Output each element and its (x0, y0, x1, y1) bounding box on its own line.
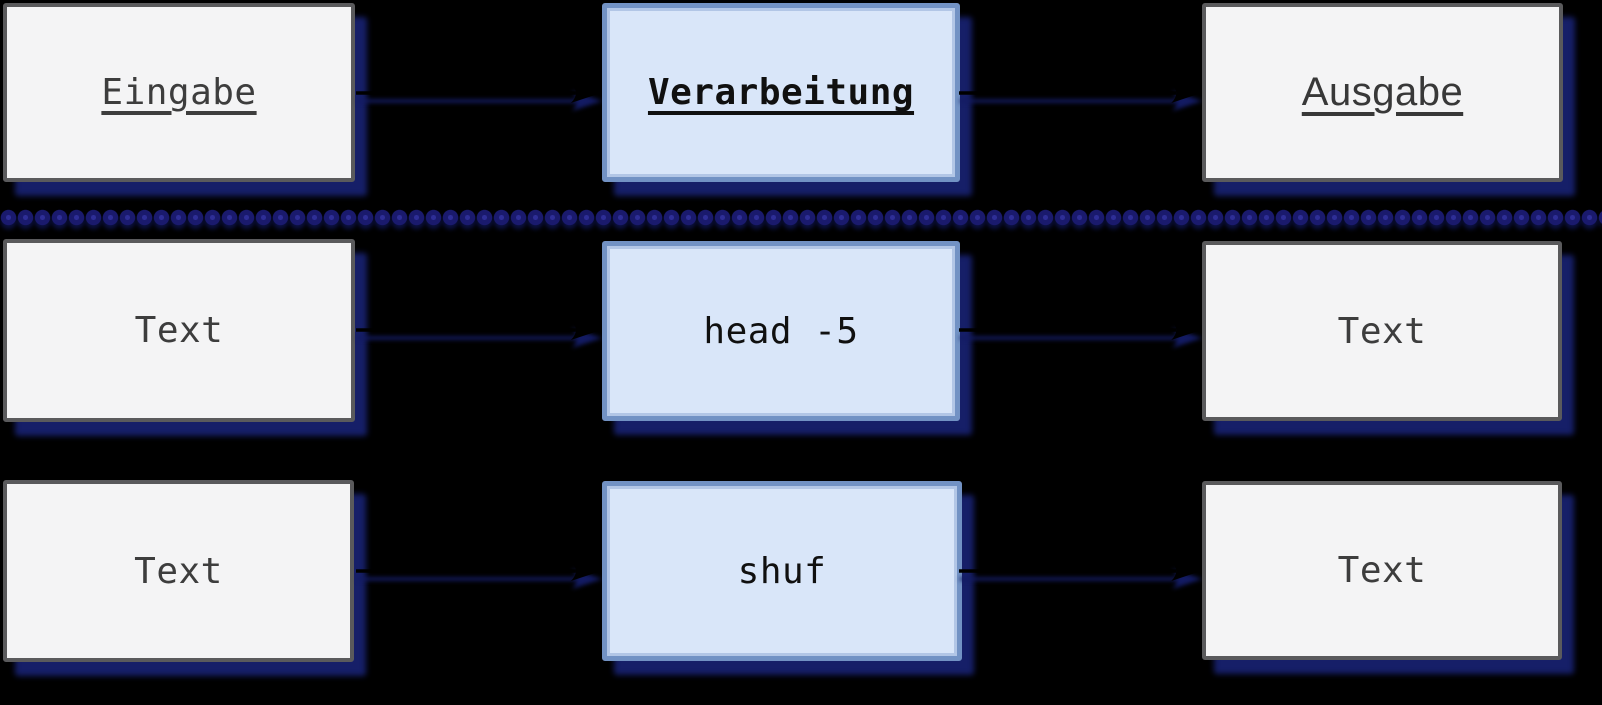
arrow-right-icon (356, 561, 601, 581)
command-label-head: head -5 (703, 310, 859, 352)
dotted-divider (0, 209, 1602, 226)
command-label-shuf: shuf (737, 550, 827, 592)
verarbeitung-label: Verarbeitung (647, 72, 915, 113)
output-text-label-1: Text (1337, 310, 1427, 352)
arrow-right-icon (356, 320, 601, 340)
arrow-right-icon (958, 83, 1202, 103)
output-text-label-2: Text (1337, 550, 1427, 591)
verarbeitung-box: Verarbeitung (602, 3, 960, 182)
input-text-label-1: Text (134, 310, 224, 351)
flow-arrow (958, 560, 1202, 582)
input-text-box-1: Text (3, 239, 355, 422)
output-text-box-1: Text (1202, 241, 1562, 421)
arrow-right-icon (958, 320, 1202, 340)
input-text-label-2: Text (134, 550, 223, 592)
input-text-box-2: Text (3, 480, 354, 662)
eingabe-box: Eingabe (3, 3, 355, 182)
ausgabe-label: Ausgabe (1301, 70, 1464, 114)
arrow-right-icon (958, 561, 1202, 581)
flow-arrow (355, 319, 602, 341)
eingabe-label: Eingabe (101, 72, 257, 113)
flow-arrow (958, 82, 1202, 104)
flow-arrow (355, 560, 602, 582)
command-box-shuf: shuf (602, 481, 962, 661)
command-box-head: head -5 (602, 241, 960, 421)
ausgabe-box: Ausgabe (1202, 3, 1563, 182)
flow-arrow (355, 82, 602, 104)
arrow-right-icon (356, 83, 601, 103)
flow-arrow (958, 319, 1202, 341)
output-text-box-2: Text (1202, 481, 1562, 660)
